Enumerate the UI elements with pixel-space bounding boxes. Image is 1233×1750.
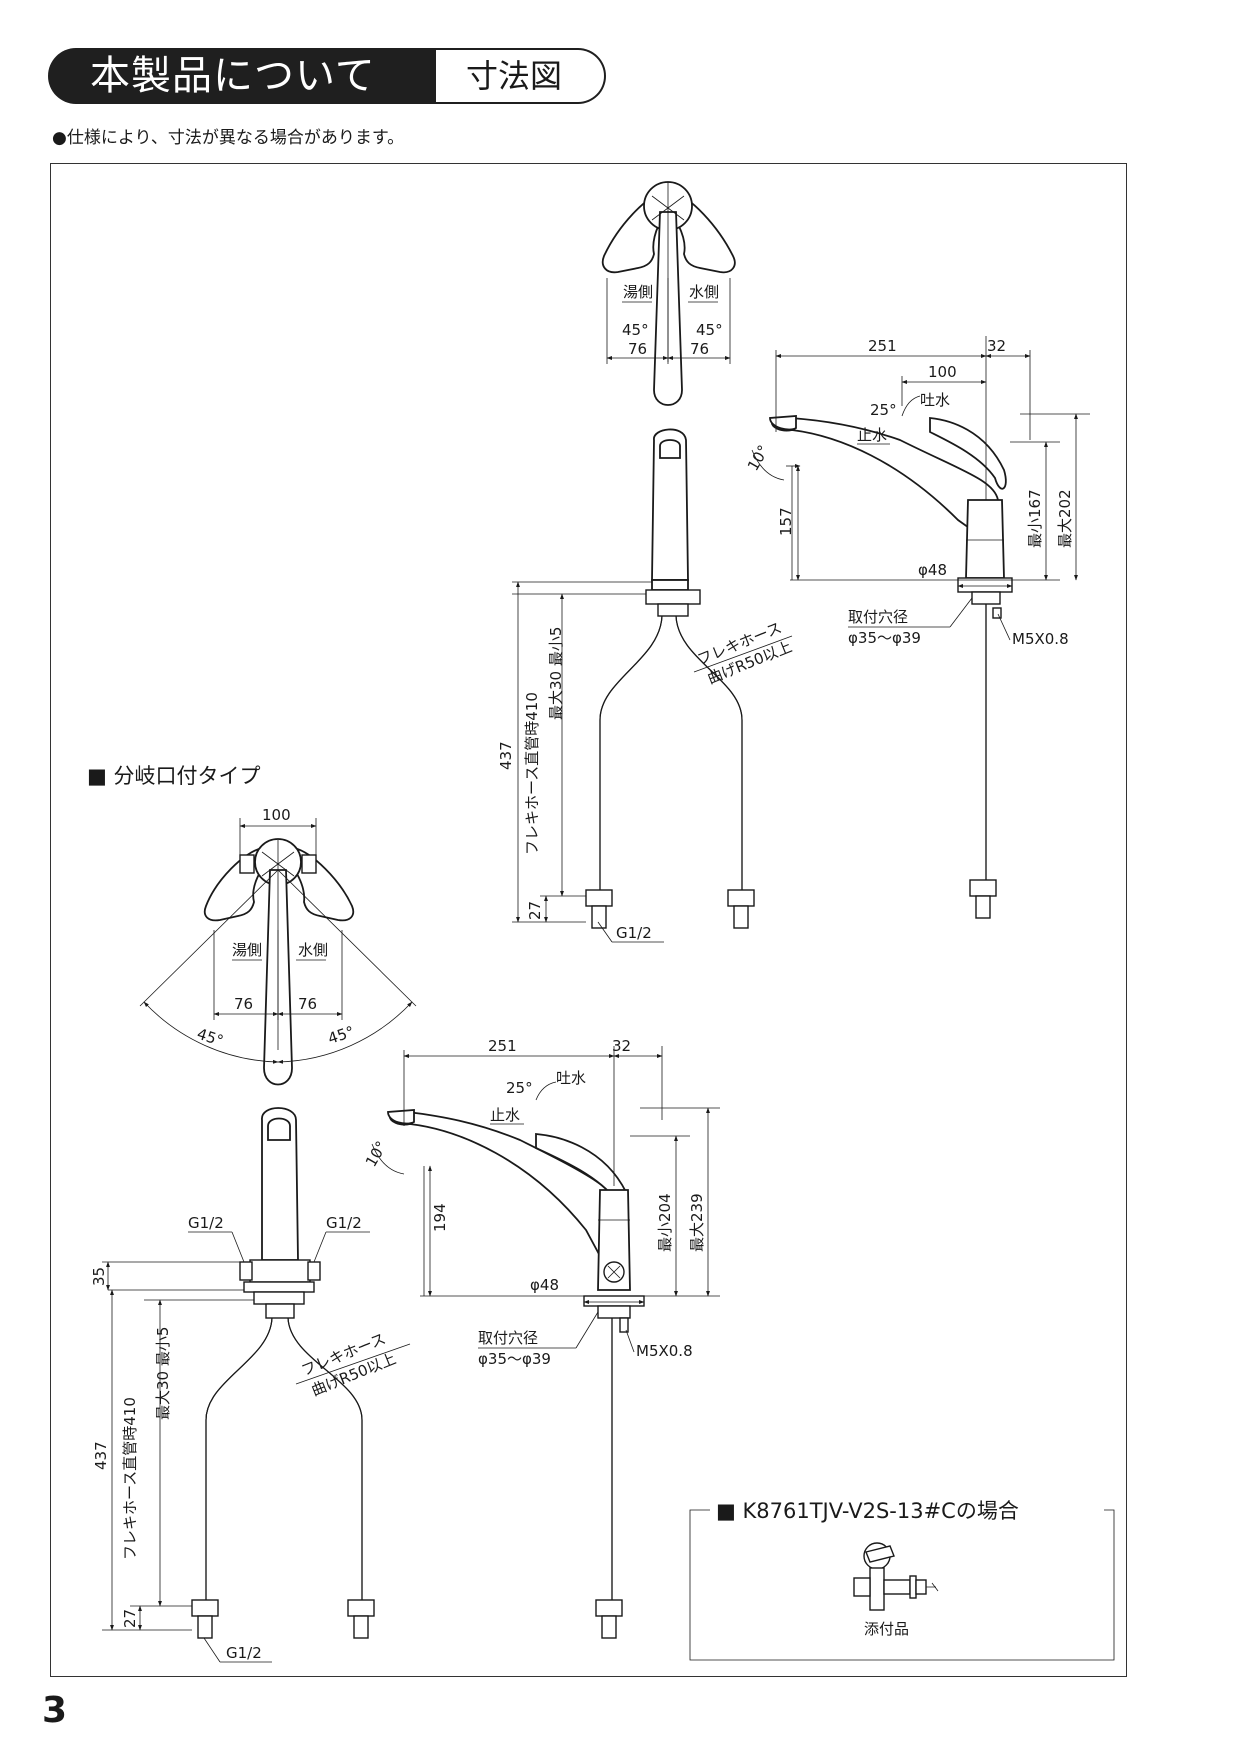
label-hose-straight-branch: フレキホース直管時410 — [121, 1397, 139, 1560]
dim-25-branch: 25° — [506, 1079, 533, 1097]
label-hot-branch: 湯側 — [232, 941, 262, 959]
label-hole-2-branch: φ35～φ39 — [478, 1350, 551, 1368]
dim-76-left-branch: 76 — [234, 995, 253, 1013]
dim-45-right-branch: 45° — [326, 1022, 357, 1047]
label-hole-2-std: φ35～φ39 — [848, 629, 921, 647]
page-number: 3 — [42, 1690, 68, 1731]
dim-35-branch: 35 — [90, 1267, 108, 1286]
dim-76-right-branch: 76 — [298, 995, 317, 1013]
branch-side-dims: 251 32 25° 吐水 止水 10° 194 最小204 最大239 φ48… — [362, 1037, 720, 1368]
label-spout-branch: 吐水 — [556, 1069, 586, 1087]
dim-100-branch-top: 100 — [262, 806, 291, 824]
dim-27-branch: 27 — [121, 1609, 139, 1628]
standard-front-view — [585, 428, 755, 929]
dim-239-branch: 最大239 — [688, 1193, 706, 1252]
label-cold-std: 水側 — [689, 283, 719, 301]
label-phi48-branch: φ48 — [530, 1276, 559, 1294]
dim-167-std: 最小167 — [1026, 489, 1044, 548]
dim-202-std: 最大202 — [1056, 489, 1074, 548]
header-tab: 寸法図 — [436, 48, 606, 104]
dim-251-branch: 251 — [488, 1037, 517, 1055]
page-header: 本製品について 寸法図 — [48, 48, 606, 104]
label-mount-range-branch: 最大30 最小5 — [154, 1327, 172, 1420]
dim-10-std: 10° — [744, 442, 773, 474]
standard-side-view — [769, 415, 1013, 919]
label-phi48-std: φ48 — [918, 561, 947, 579]
label-hot-std: 湯側 — [623, 283, 653, 301]
label-hole-1-branch: 取付穴径 — [478, 1329, 538, 1347]
branch-front-view — [191, 1107, 375, 1639]
label-hose-straight-std: フレキホース直管時410 — [523, 692, 541, 855]
label-g12-right-branch: G1/2 — [326, 1214, 362, 1232]
dim-32-std: 32 — [987, 337, 1006, 355]
dim-45-right-std: 45° — [696, 321, 723, 339]
dim-157-std: 157 — [777, 507, 795, 536]
section-label-branch: ■ 分岐口付タイプ — [87, 764, 261, 788]
dim-45-left-std: 45° — [622, 321, 649, 339]
label-cold-branch: 水側 — [298, 941, 328, 959]
label-g12-left-branch: G1/2 — [188, 1214, 224, 1232]
dim-204-branch: 最小204 — [656, 1193, 674, 1252]
dim-76-right-std: 76 — [690, 340, 709, 358]
spec-note: ●仕様により、寸法が異なる場合があります。 — [52, 128, 405, 148]
dim-25-std: 25° — [870, 401, 897, 419]
label-mount-range-std: 最大30 最小5 — [547, 627, 565, 720]
dim-437-std: 437 — [497, 741, 515, 770]
label-stop-branch: 止水 — [490, 1106, 520, 1124]
standard-side-dims: 251 32 100 25° 吐水 止水 10° 157 最小167 最大202… — [744, 336, 1090, 648]
drawing-frame — [50, 163, 1127, 1677]
label-g12-bottom-branch: G1/2 — [226, 1644, 262, 1662]
dim-10-branch: 10° — [362, 1138, 391, 1170]
label-screw-std: M5X0.8 — [1012, 630, 1069, 648]
label-hole-1-std: 取付穴径 — [848, 608, 908, 626]
dim-27-std: 27 — [526, 901, 544, 920]
label-stop-std: 止水 — [857, 426, 887, 444]
dim-32-branch: 32 — [612, 1037, 631, 1055]
standard-top-dims: 湯側 水側 45° 45° 76 76 — [606, 278, 731, 364]
dim-45-left-branch: 45° — [195, 1025, 226, 1050]
label-g12-std: G1/2 — [616, 924, 652, 942]
dim-437-branch: 437 — [92, 1441, 110, 1470]
standard-front-dims: 437 フレキホース直管時410 27 最大30 最小5 G1/2 フレキホース… — [497, 581, 794, 943]
dim-76-left-std: 76 — [628, 340, 647, 358]
accessory-caption: 添付品 — [864, 1620, 909, 1638]
dim-251-std: 251 — [868, 337, 897, 355]
label-spout-std: 吐水 — [920, 391, 950, 409]
accessory-box: ■ K8761TJV-V2S-13#Cの場合 添付品 — [689, 1496, 1115, 1661]
dim-194-branch: 194 — [431, 1203, 449, 1232]
accessory-title: ■ K8761TJV-V2S-13#Cの場合 — [716, 1499, 1019, 1523]
branch-side-view — [387, 1109, 645, 1639]
label-screw-branch: M5X0.8 — [636, 1342, 693, 1360]
dim-100-std: 100 — [928, 363, 957, 381]
header-title: 本製品について — [48, 48, 436, 104]
